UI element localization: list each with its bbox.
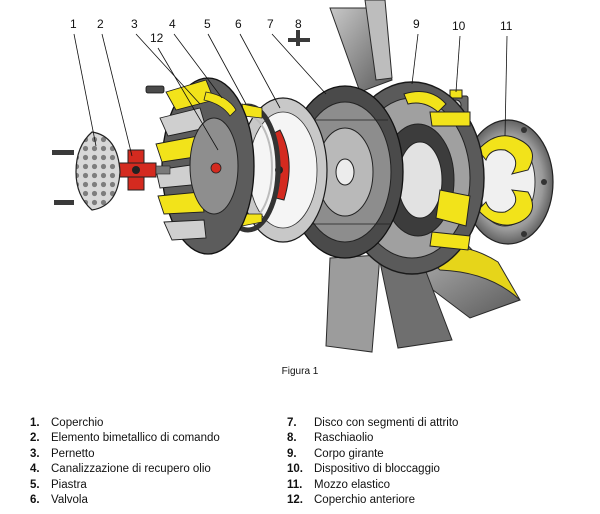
legend-item-number: 3. xyxy=(30,447,40,460)
legend-item: 7. Disco con segmenti di attrito xyxy=(287,416,458,431)
legend-item: 3. Pernetto xyxy=(30,447,220,462)
legend-item: 10. Dispositivo di bloccaggio xyxy=(287,462,458,477)
legend-column-left: 1. Coperchio 2. Elemento bimetallico di co… xyxy=(30,416,220,508)
legend-item-label: Elemento bimetallico di comando xyxy=(51,432,220,445)
exploded-diagram: 1 2 3 12 4 5 6 7 8 9 10 11 xyxy=(52,0,554,353)
callout-12: 12 xyxy=(150,31,164,45)
legend-item: 8. Raschiaolio xyxy=(287,431,458,446)
legend-item-number: 7. xyxy=(287,417,297,429)
legend-item-number: 1. xyxy=(30,417,40,429)
legend-item-number: 2. xyxy=(30,432,40,445)
callout-9: 9 xyxy=(413,17,420,31)
part-2-bimetallic-element xyxy=(115,149,171,191)
legend-item: 9. Corpo girante xyxy=(287,447,458,462)
callout-8: 8 xyxy=(295,17,302,31)
callout-10: 10 xyxy=(452,19,466,33)
callout-6: 6 xyxy=(235,17,242,31)
legend-column-right: 7. Disco con segmenti di attrito 8. Raschi… xyxy=(287,416,458,508)
legend-item-label: Mozzo elastico xyxy=(314,478,391,491)
callout-4: 4 xyxy=(169,17,176,31)
callout-2: 2 xyxy=(97,17,104,31)
legend-item: 1. Coperchio xyxy=(30,416,220,431)
legend-item-number: 4. xyxy=(30,463,40,476)
legend-item-number: 10. xyxy=(287,463,303,476)
part-4-oil-channel xyxy=(203,91,237,117)
legend-item-label: Coperchio xyxy=(51,417,104,429)
legend-item: 4. Canalizzazione di recupero olio xyxy=(30,462,220,477)
legend-item: 2. Elemento bimetallico di comando xyxy=(30,431,220,446)
callout-3: 3 xyxy=(131,17,138,31)
legend-item-label: Dispositivo di bloccaggio xyxy=(314,463,440,476)
legend-item-label: Raschiaolio xyxy=(314,432,374,445)
legend-item-label: Pernetto xyxy=(51,447,95,460)
callout-7: 7 xyxy=(267,17,274,31)
legend-item: 6. Valvola xyxy=(30,493,220,508)
legend-item-number: 11. xyxy=(287,478,303,491)
legend-item-number: 6. xyxy=(30,494,40,507)
legend-item-label: Valvola xyxy=(51,494,88,507)
legend-item-label: Disco con segmenti di attrito xyxy=(314,417,459,429)
callout-5: 5 xyxy=(204,17,211,31)
legend-item: 12. Coperchio anteriore xyxy=(287,493,458,508)
legend-item-label: Canalizzazione di recupero olio xyxy=(51,463,211,476)
callout-11: 11 xyxy=(500,19,513,33)
figure-caption: Figura 1 xyxy=(281,366,319,377)
part-3-pin xyxy=(145,85,165,94)
leader-lines xyxy=(73,33,508,157)
legend-item-label: Corpo girante xyxy=(314,447,384,460)
part-6-valve xyxy=(238,97,328,243)
legend-item-number: 8. xyxy=(287,432,297,445)
parts-legend: 1. Coperchio 2. Elemento bimetallico di co… xyxy=(0,416,600,514)
part-8-oil-scraper xyxy=(288,30,310,46)
legend-item-number: 12. xyxy=(287,494,303,507)
legend-item-number: 9. xyxy=(287,447,297,460)
legend-item-label: Coperchio anteriore xyxy=(314,494,416,507)
callout-1: 1 xyxy=(70,17,77,31)
legend-item: 11. Mozzo elastico xyxy=(287,478,458,493)
callout-numbers: 1 2 3 12 4 5 6 7 8 9 10 11 xyxy=(70,17,513,45)
legend-item: 5. Piastra xyxy=(30,478,220,493)
part-1-cover xyxy=(52,131,121,211)
legend-item-number: 5. xyxy=(30,478,40,491)
part-12-front-cover xyxy=(155,77,255,255)
legend-item-label: Piastra xyxy=(51,478,87,491)
